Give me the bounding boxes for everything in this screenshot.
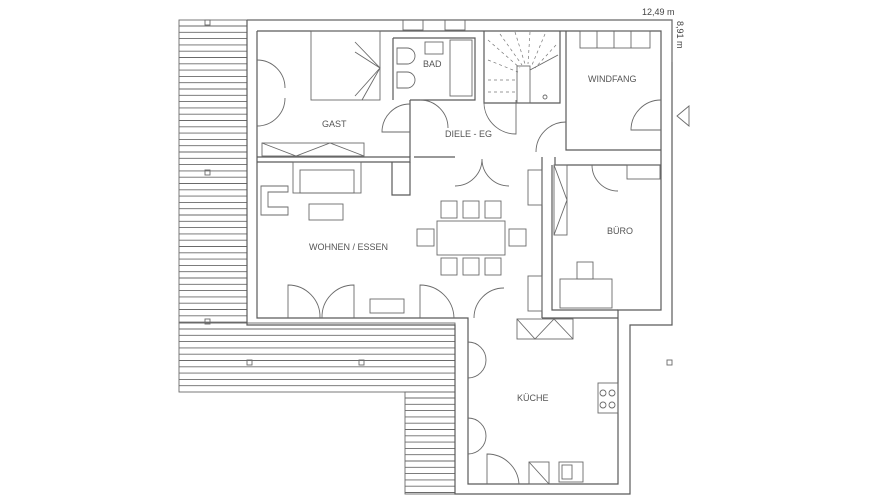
dimension-depth: 8,91 m bbox=[675, 21, 685, 49]
door-swings bbox=[256, 59, 690, 485]
terrace bbox=[178, 19, 673, 495]
dimension-width: 12,49 m bbox=[642, 7, 675, 17]
room-label-wohnen-essen: WOHNEN / ESSEN bbox=[309, 242, 388, 252]
room-label-windfang: WINDFANG bbox=[588, 74, 637, 84]
room-label-bad: BAD bbox=[423, 59, 442, 69]
furniture bbox=[260, 19, 661, 485]
staircase bbox=[487, 31, 559, 104]
room-label-diele: DIELE - EG bbox=[445, 129, 492, 139]
room-label-buero: BÜRO bbox=[607, 226, 633, 236]
room-label-gast: GAST bbox=[322, 119, 347, 129]
room-label-kueche: KÜCHE bbox=[517, 393, 549, 403]
